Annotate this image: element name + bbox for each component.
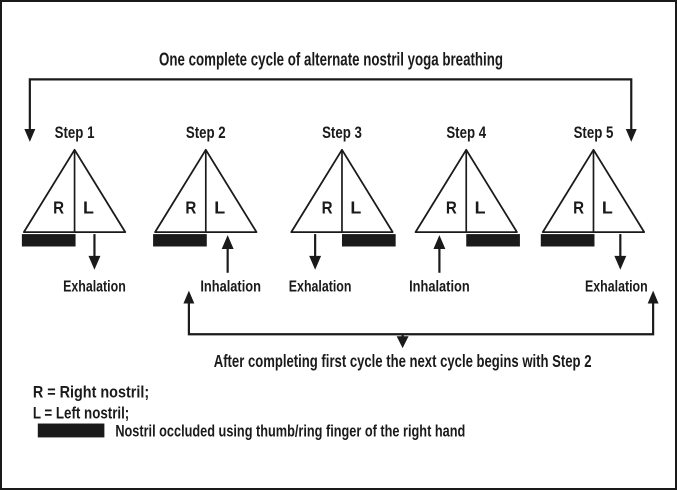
step-label: Step 5 (574, 124, 614, 142)
legend-left-nostril: L = Left nostril; (33, 404, 129, 423)
repeat-note: After completing first cycle the next cy… (214, 351, 592, 371)
cycle-bracket-line (28, 78, 633, 131)
breath-label: Exhalation (585, 279, 648, 296)
left-nostril-label: L (602, 197, 613, 217)
right-nostril-label: R (573, 197, 584, 217)
cycle-bracket-arrow (24, 78, 637, 142)
right-nostril-label: R (446, 197, 457, 217)
step-3-group: Step 3 R L Exhalation (289, 124, 396, 296)
airflow-arrow-up-icon (221, 235, 234, 273)
left-nostril-label: L (475, 197, 486, 217)
arrow-up-icon (647, 290, 659, 304)
step-4-group: Step 4 R L Inhalation (409, 124, 520, 296)
step-label: Step 1 (55, 124, 95, 142)
airflow-arrow-down-icon (614, 234, 627, 270)
right-nostril-label: R (322, 197, 333, 217)
legend-right-nostril: R = Right nostril; (33, 383, 149, 402)
arrow-down-icon (396, 336, 409, 349)
occluded-nostril-bar (21, 234, 76, 247)
legend: R = Right nostril; L = Left nostril; Nos… (33, 383, 465, 441)
breath-label: Inhalation (409, 279, 470, 296)
step-label: Step 4 (446, 124, 486, 142)
breath-label: Exhalation (63, 279, 126, 296)
legend-occluded-bar (37, 423, 105, 438)
airflow-arrow-up-icon (433, 235, 446, 273)
occluded-nostril-bar (341, 234, 396, 247)
occluded-nostril-bar (466, 234, 520, 247)
left-nostril-label: L (214, 197, 225, 217)
left-nostril-label: L (83, 197, 94, 217)
legend-occluded-label: Nostril occluded using thumb/ring finger… (115, 421, 465, 440)
arrow-up-icon (183, 290, 195, 304)
breath-label: Inhalation (200, 279, 261, 296)
step-label: Step 2 (186, 124, 226, 142)
step-5-group: Step 5 R L Exhalation (540, 124, 648, 296)
right-nostril-label: R (53, 197, 64, 217)
right-nostril-label: R (185, 197, 196, 217)
arrow-down-icon (24, 128, 36, 142)
figure-title: One complete cycle of alternate nostril … (159, 48, 503, 69)
airflow-arrow-down-icon (88, 234, 101, 270)
repeat-bracket-line (187, 300, 655, 336)
arrow-down-icon (625, 128, 637, 142)
left-nostril-label: L (350, 197, 361, 217)
occluded-nostril-bar (540, 234, 595, 247)
occluded-nostril-bar (153, 234, 207, 247)
breath-label: Exhalation (289, 279, 352, 296)
repeat-bracket-arrow (183, 290, 659, 349)
step-1-group: Step 1 R L Exhalation (21, 124, 127, 296)
airflow-arrow-down-icon (309, 234, 322, 270)
step-2-group: Step 2 R L Inhalation (153, 124, 261, 296)
step-label: Step 3 (322, 124, 362, 142)
